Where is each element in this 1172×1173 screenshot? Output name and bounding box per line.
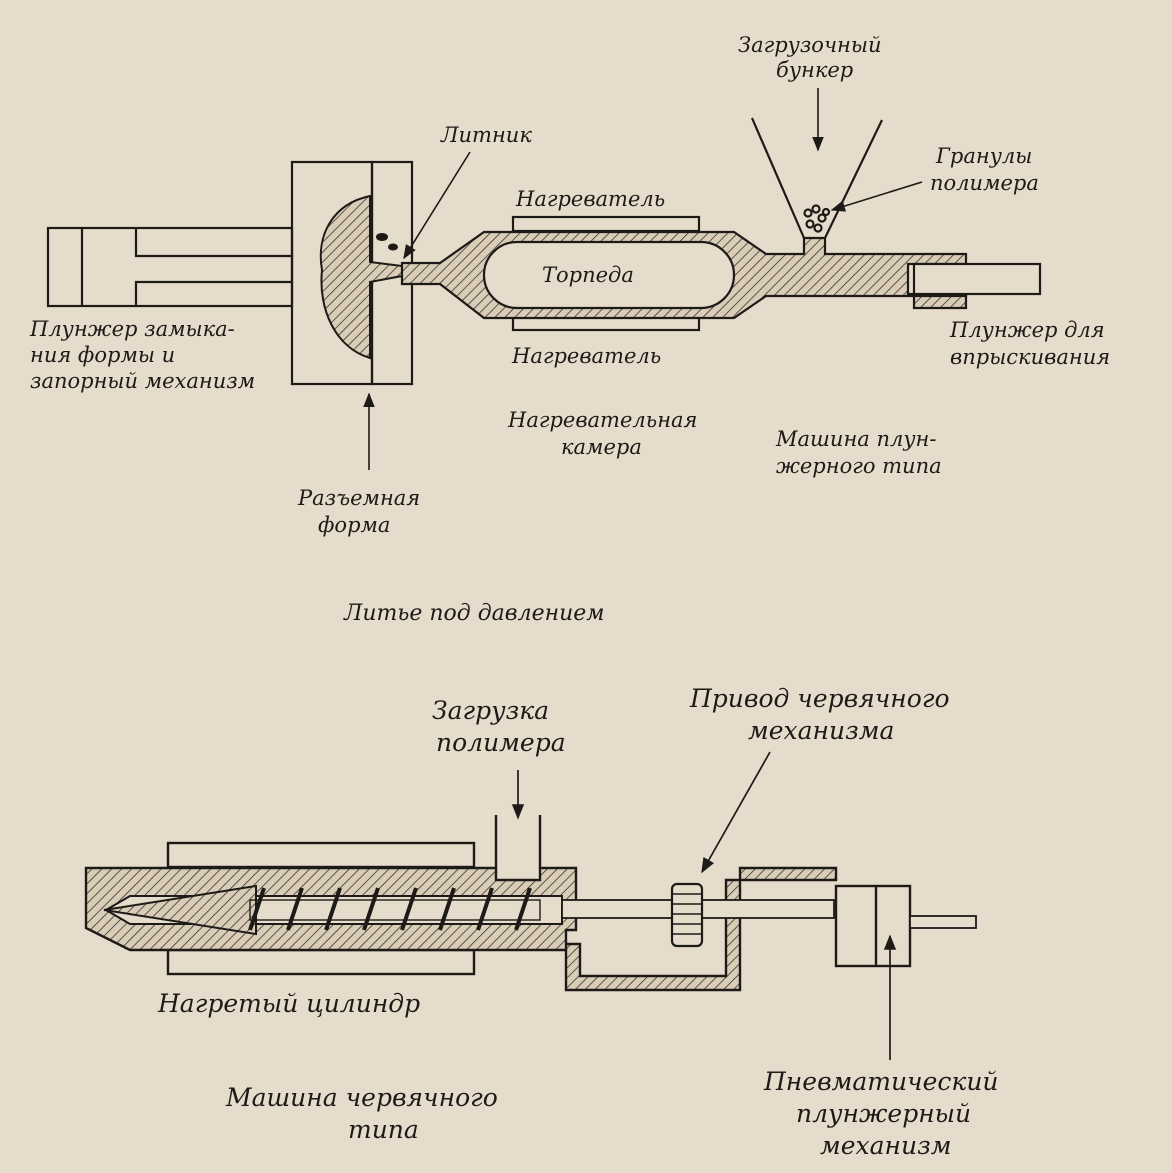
caption-injection-molding: Литье под давлением	[343, 601, 605, 626]
label-clamp-3: запорный механизм	[30, 369, 255, 393]
label-heater-bottom: Нагреватель	[511, 344, 661, 368]
figure-plunger-machine	[46, 88, 1042, 470]
figure-plunger-labels: Загрузочный бункер Гранулы полимера Литн…	[29, 33, 1110, 626]
label-loading-1: Загрузка	[432, 696, 549, 725]
label-pneumatic-3: механизм	[820, 1131, 951, 1160]
label-machine-2: жерного типа	[776, 454, 942, 478]
caption-screw-machine-1: Машина червячного	[225, 1083, 498, 1112]
hopper	[750, 117, 883, 239]
label-sprue: Литник	[440, 123, 532, 147]
figure-screw-machine	[84, 751, 977, 1060]
figure-screw-labels: Загрузка полимера Привод червячного меха…	[157, 684, 999, 1160]
heating-chamber	[400, 215, 1042, 332]
label-hopper-2: бункер	[776, 58, 853, 82]
label-clamp-2: ния формы и	[30, 343, 175, 367]
label-injection-plunger-1: Плунжер для	[949, 318, 1105, 342]
label-machine-1: Машина плун-	[775, 427, 936, 451]
label-chamber-1: Нагревательная	[507, 408, 697, 432]
label-torpedo: Торпеда	[542, 263, 634, 287]
label-drive-2: механизма	[748, 716, 894, 745]
heated-cylinder	[84, 866, 838, 992]
label-mold-1: Разъемная	[297, 486, 420, 510]
drive-gear	[670, 882, 704, 948]
label-hopper-1: Загрузочный	[738, 33, 881, 57]
label-granules-2: полимера	[930, 171, 1039, 195]
label-injection-plunger-2: впрыскивания	[950, 345, 1110, 369]
leader-arrows-2	[511, 751, 897, 1060]
screw-flights	[248, 887, 532, 931]
label-pneumatic-2: плунжерный	[796, 1099, 971, 1128]
label-heater-top: Нагреватель	[515, 187, 665, 211]
label-mold-2: форма	[318, 513, 390, 537]
leader-arrows	[363, 88, 923, 470]
heater-bottom-band	[166, 948, 476, 976]
label-pneumatic-1: Пневматический	[763, 1067, 999, 1096]
label-clamp-1: Плунжер замыка-	[29, 317, 235, 341]
label-drive-1: Привод червячного	[689, 684, 950, 713]
heater-top-band	[166, 841, 476, 869]
label-chamber-2: камера	[561, 435, 642, 459]
pneumatic-cylinder	[834, 884, 912, 968]
clamp-cylinder	[46, 226, 294, 308]
split-mold	[290, 160, 414, 386]
label-loading-2: полимера	[436, 728, 566, 757]
label-granules-1: Гранулы	[935, 144, 1032, 168]
caption-screw-machine-2: типа	[348, 1115, 419, 1144]
label-heated-cylinder: Нагретый цилиндр	[157, 989, 420, 1018]
